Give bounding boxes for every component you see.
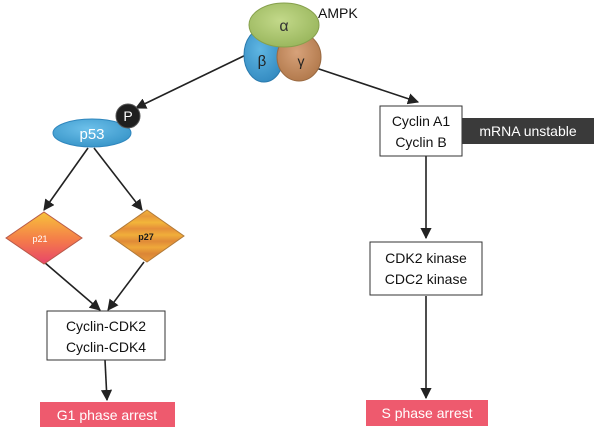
mrna-unstable-label: mRNA unstable [479,123,576,139]
p27-diamond [109,209,185,263]
cdc2-kinase-label: CDC2 kinase [385,271,468,287]
cyclins-box: Cyclin A1 Cyclin B [379,105,463,157]
g1-arrest-label: G1 phase arrest [57,407,157,423]
arrow-p53-to-p27 [93,147,143,211]
p21-node: p21 [5,211,83,265]
mrna-unstable-badge: mRNA unstable [462,118,594,144]
p53-node: p53 P [52,103,141,148]
ampk-beta-label: β [258,53,267,70]
g1-arrest-box: G1 phase arrest [40,402,175,427]
p27-label: p27 [138,232,154,242]
p53-label: p53 [79,126,104,143]
kinases-box: CDK2 kinase CDC2 kinase [369,241,483,296]
arrow-ampk-to-cyclins [309,65,420,105]
mrna-unstable-rect [462,118,594,144]
arrow-p53-to-p21 [43,147,89,211]
phosphate-circle [115,103,141,129]
p21-label: p21 [32,234,47,244]
arrow-cyclin-cdk-to-g1 [100,359,113,402]
arrow-p27-to-cyclin-cdk [107,261,145,311]
ampk-complex: α β γ AMPK [243,2,358,83]
cyclins-rect [379,105,463,157]
ampk-gamma-label: γ [298,53,305,69]
p53-ellipse [52,118,132,148]
arrow-ampk-to-p53 [134,51,253,109]
s-arrest-rect [366,400,488,426]
connector-arrows [43,51,432,402]
ampk-alpha-label: α [279,18,288,35]
s-arrest-box: S phase arrest [366,400,488,426]
g1-arrest-rect [40,402,175,427]
cyclin-cdk2-label: Cyclin-CDK2 [66,318,146,334]
p21-diamond [5,211,83,265]
s-arrest-label: S phase arrest [381,405,472,421]
cyclin-cdk4-label: Cyclin-CDK4 [66,339,146,355]
cyclin-a1-label: Cyclin A1 [392,113,451,129]
cyclin-cdk-box: Cyclin-CDK2 Cyclin-CDK4 [46,310,166,361]
cdk2-kinase-label: CDK2 kinase [385,250,467,266]
p27-node: p27 [109,209,185,263]
phosphate-label: P [123,108,132,124]
ampk-alpha-subunit [248,2,320,48]
kinases-rect [369,241,483,296]
ampk-title: AMPK [318,5,358,21]
cyclin-cdk-rect [46,310,166,361]
cyclin-b-label: Cyclin B [395,134,446,150]
arrow-p21-to-cyclin-cdk [43,261,101,311]
